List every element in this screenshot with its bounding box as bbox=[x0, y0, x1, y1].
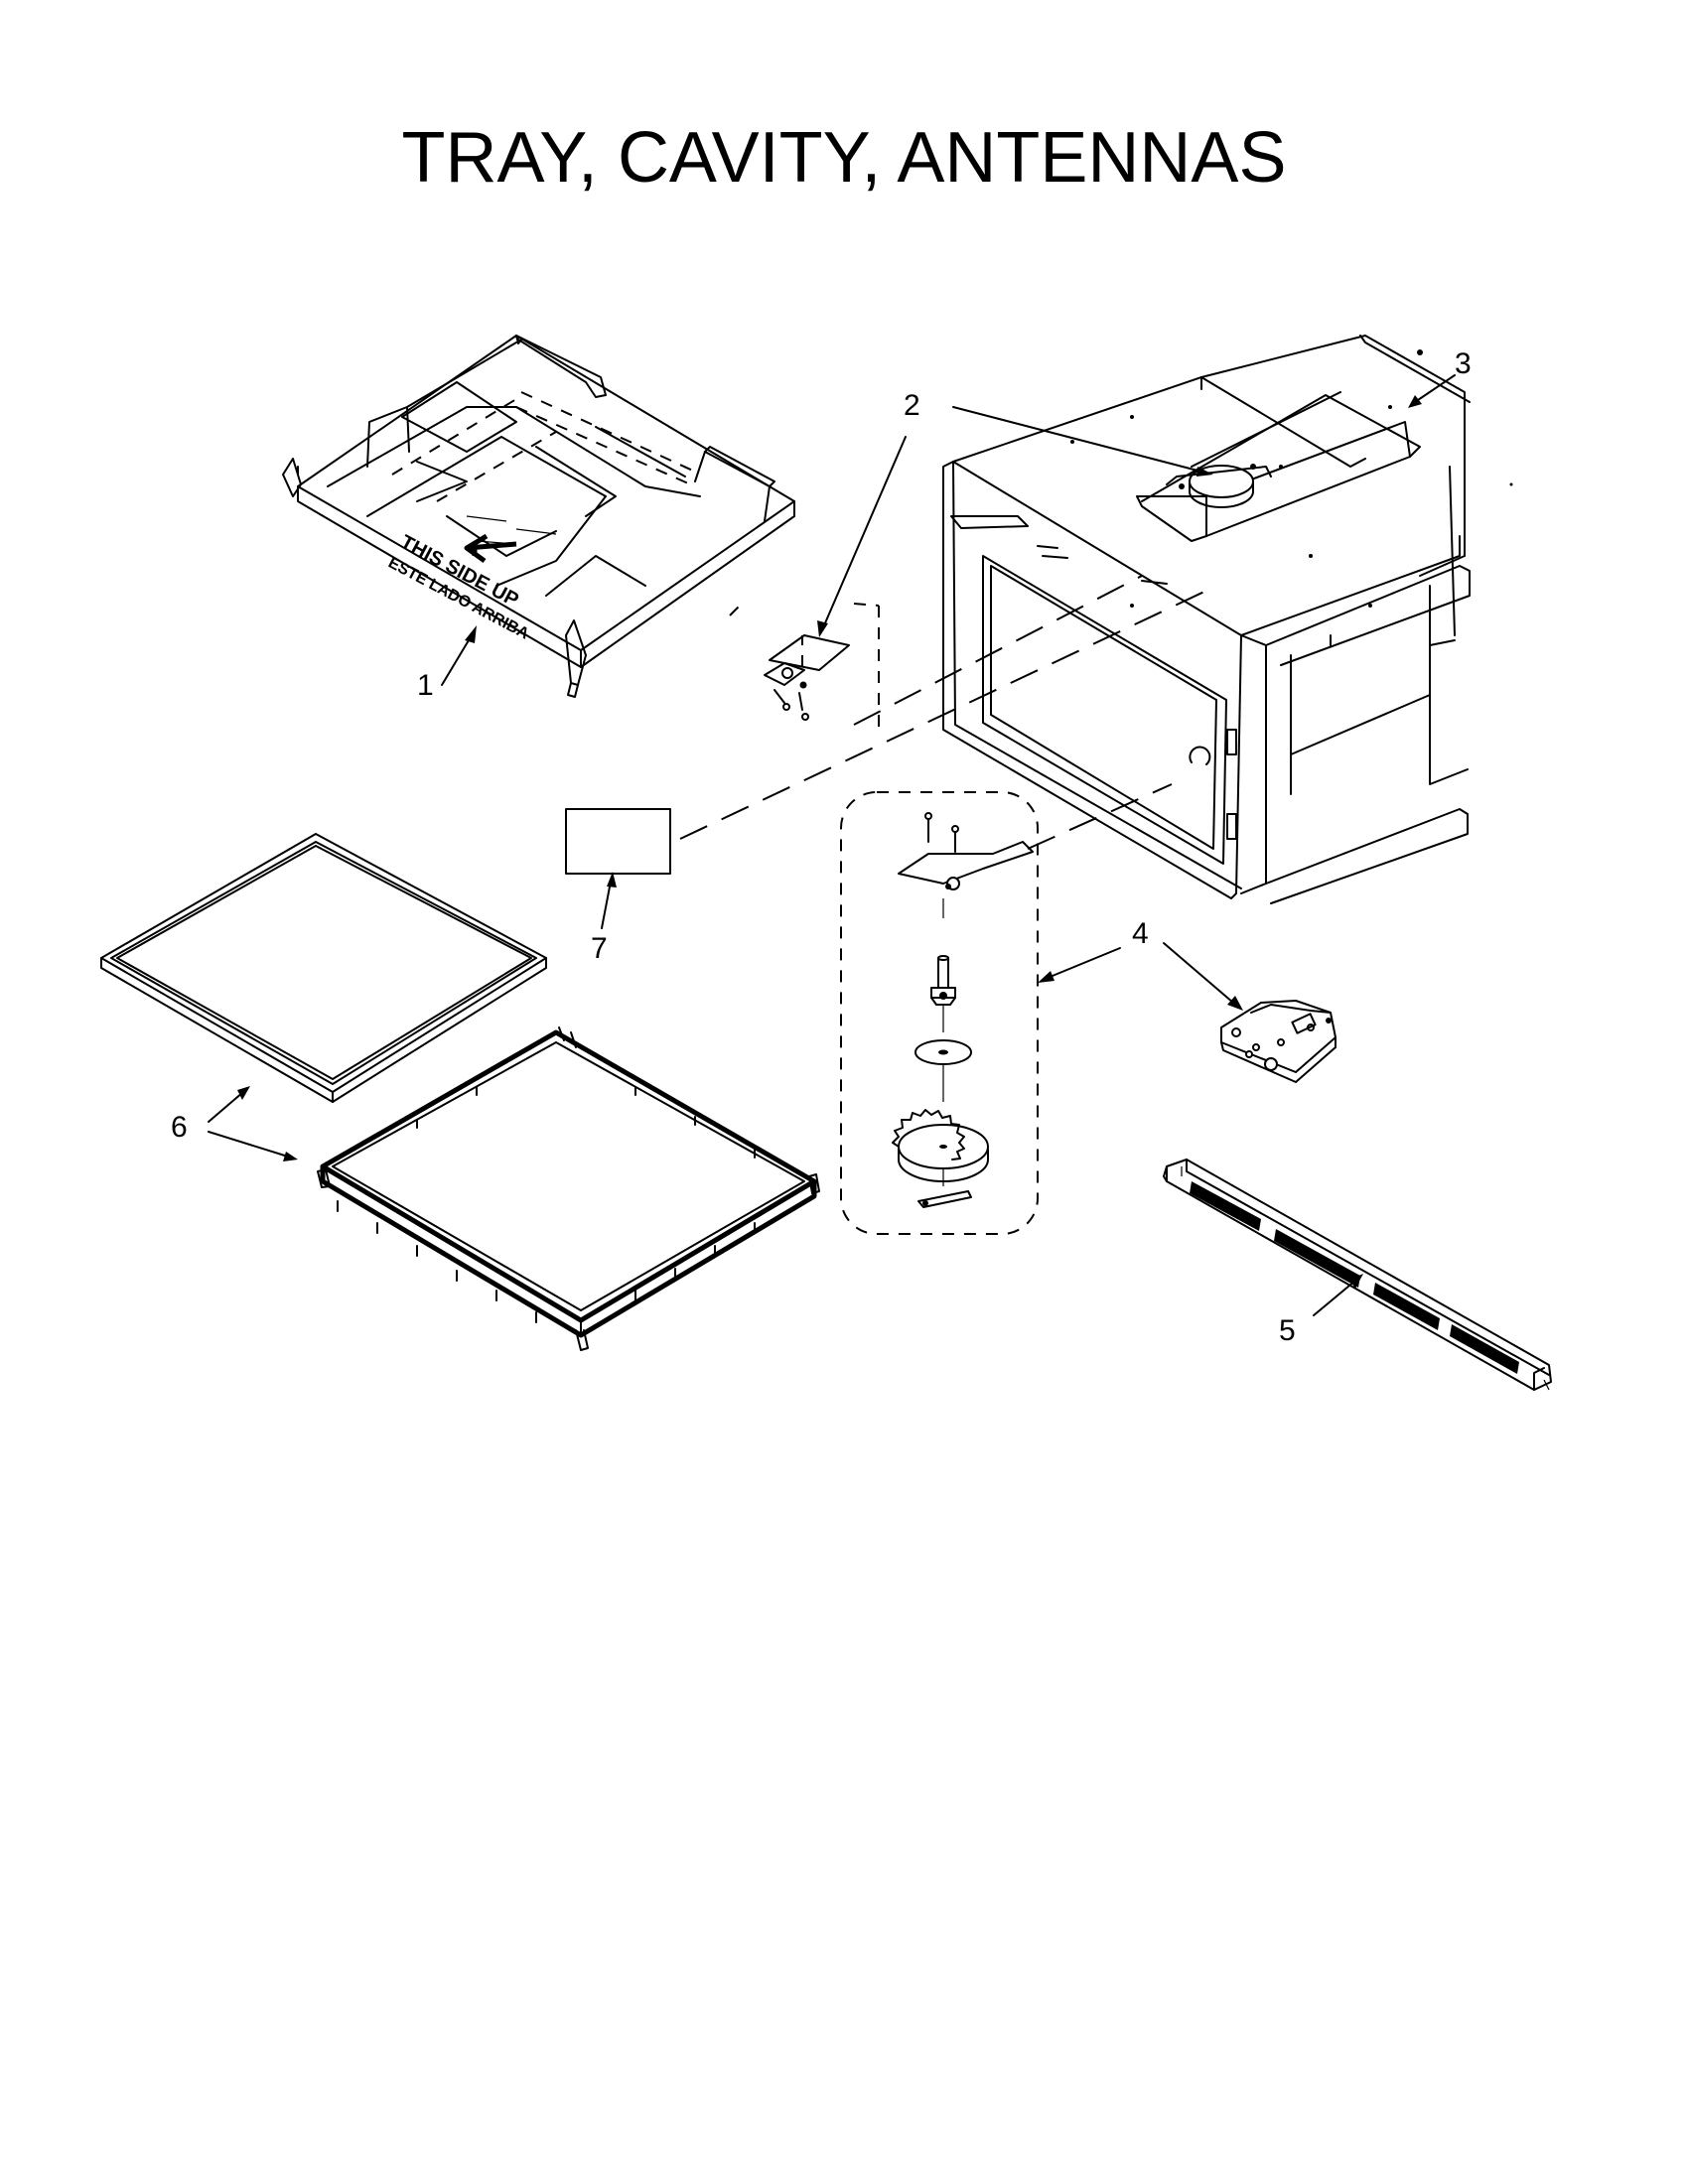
assembly-lines bbox=[679, 575, 1207, 850]
callout-1: 1 bbox=[417, 669, 434, 702]
callout-6: 6 bbox=[171, 1111, 188, 1144]
part-6-tray-frame bbox=[100, 833, 820, 1351]
callout-5: 5 bbox=[1279, 1314, 1296, 1347]
callout-2: 2 bbox=[904, 389, 920, 422]
part-1-tray: THIS SIDE UP ESTE LADO ARRIBA bbox=[282, 335, 795, 698]
part-5-vent-grille bbox=[1163, 1159, 1552, 1391]
part-7-label bbox=[565, 808, 671, 875]
part-3-cavity bbox=[942, 335, 1471, 904]
callout-3: 3 bbox=[1455, 347, 1472, 380]
part-4-antenna-assembly bbox=[840, 791, 1336, 1235]
callout-4: 4 bbox=[1132, 917, 1149, 950]
callout-7: 7 bbox=[591, 932, 608, 965]
callout-numbers: 1 2 3 4 5 6 7 bbox=[171, 347, 1472, 1347]
diagram-title: TRAY, CAVITY, ANTENNAS bbox=[401, 118, 1287, 198]
callout-leaders bbox=[208, 374, 1456, 1316]
part-2-antenna-bracket bbox=[764, 634, 850, 721]
